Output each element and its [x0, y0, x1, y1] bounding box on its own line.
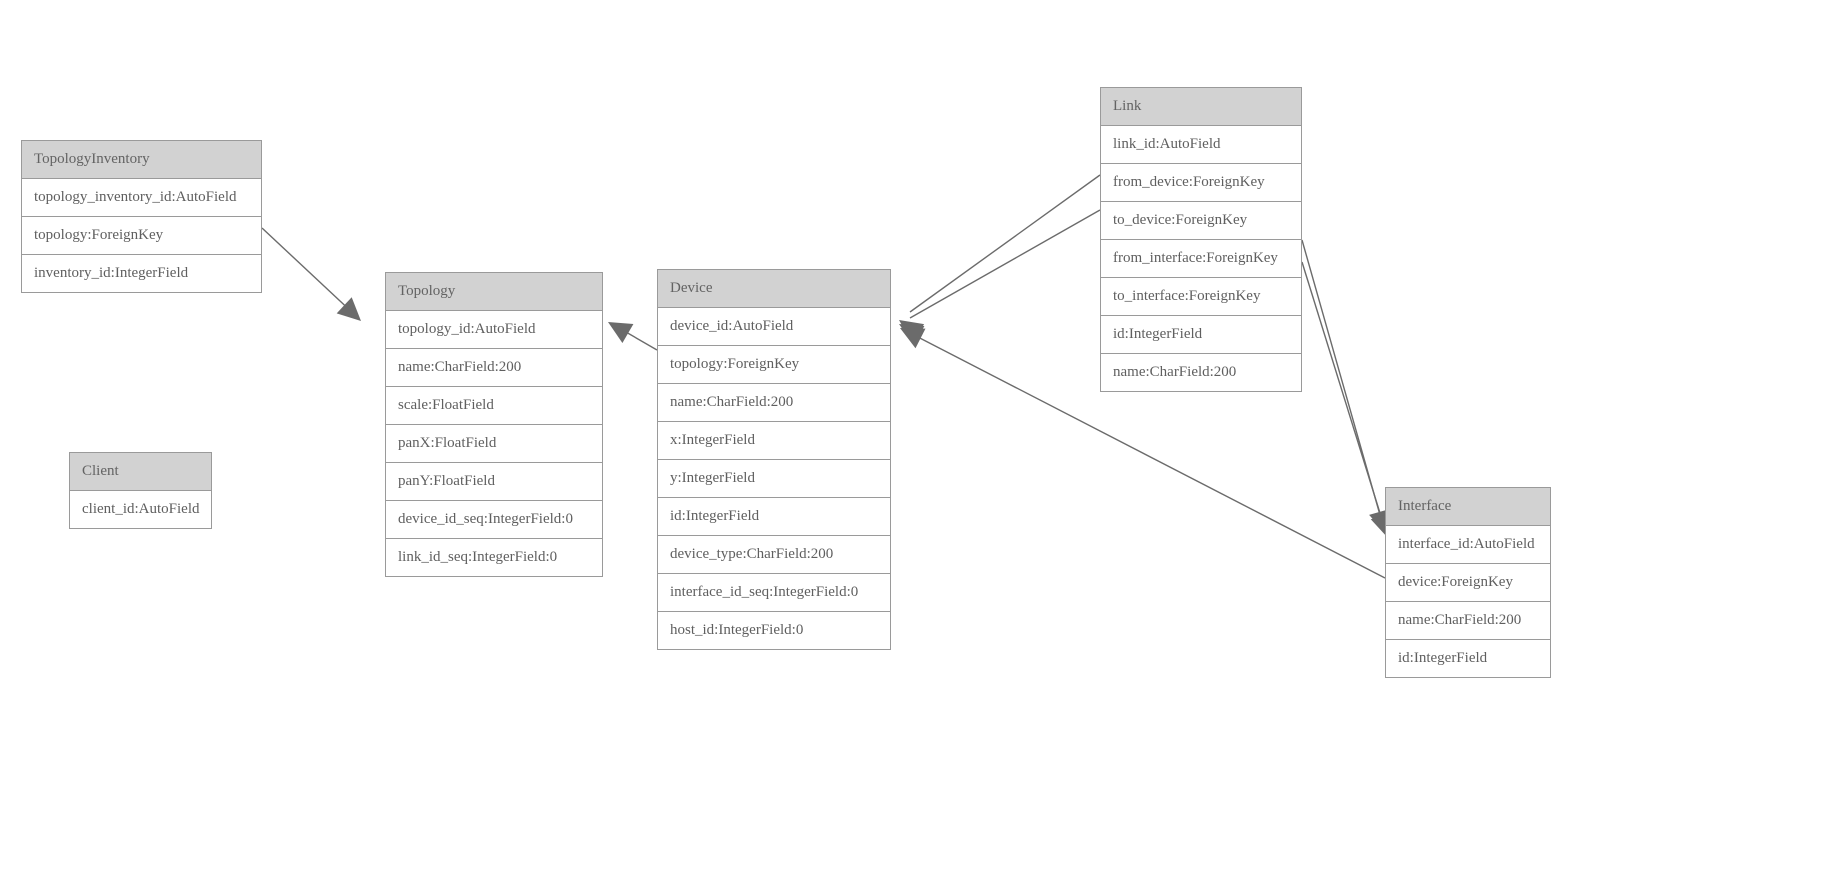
- entity-field: scale:FloatField: [386, 387, 602, 425]
- entity-field: device_type:CharField:200: [658, 536, 890, 574]
- entity-field: host_id:IntegerField:0: [658, 612, 890, 649]
- entity-field: name:CharField:200: [658, 384, 890, 422]
- entity-title: Topology: [386, 273, 602, 311]
- relationship-arrowhead: [336, 297, 361, 321]
- entity-field: device_id:AutoField: [658, 308, 890, 346]
- relationship-arrowhead: [608, 322, 634, 344]
- relationship-line: [261, 227, 356, 316]
- entity-field: id:IntegerField: [658, 498, 890, 536]
- entity-field: device_id_seq:IntegerField:0: [386, 501, 602, 539]
- relationship-line: [618, 327, 658, 351]
- relationship-arrowhead: [899, 324, 925, 346]
- entity-field: topology:ForeignKey: [658, 346, 890, 384]
- entity-field: name:CharField:200: [386, 349, 602, 387]
- entity-field: from_interface:ForeignKey: [1101, 240, 1301, 278]
- entity-field: client_id:AutoField: [70, 491, 211, 528]
- entity-field: y:IntegerField: [658, 460, 890, 498]
- entity-device[interactable]: Device device_id:AutoField topology:Fore…: [657, 269, 891, 650]
- entity-field: interface_id:AutoField: [1386, 526, 1550, 564]
- relationship-line: [1301, 261, 1385, 527]
- entity-title: Client: [70, 453, 211, 491]
- entity-field: to_device:ForeignKey: [1101, 202, 1301, 240]
- entity-interface[interactable]: Interface interface_id:AutoField device:…: [1385, 487, 1551, 678]
- entity-field: inventory_id:IntegerField: [22, 255, 261, 292]
- relationship-line: [909, 174, 1101, 313]
- entity-field: topology:ForeignKey: [22, 217, 261, 255]
- entity-field: panX:FloatField: [386, 425, 602, 463]
- relationship-line: [909, 209, 1101, 319]
- entity-title: Link: [1101, 88, 1301, 126]
- entity-title: TopologyInventory: [22, 141, 261, 179]
- entity-field: link_id:AutoField: [1101, 126, 1301, 164]
- entity-field: device:ForeignKey: [1386, 564, 1550, 602]
- entity-client[interactable]: Client client_id:AutoField: [69, 452, 212, 529]
- entity-field: from_device:ForeignKey: [1101, 164, 1301, 202]
- entity-title: Device: [658, 270, 890, 308]
- relationship-arrowhead: [899, 320, 925, 343]
- entity-field: interface_id_seq:IntegerField:0: [658, 574, 890, 612]
- entity-field: name:CharField:200: [1386, 602, 1550, 640]
- entity-topologyinventory[interactable]: TopologyInventory topology_inventory_id:…: [21, 140, 262, 293]
- entity-field: topology_id:AutoField: [386, 311, 602, 349]
- entity-topology[interactable]: Topology topology_id:AutoField name:Char…: [385, 272, 603, 577]
- entity-field: x:IntegerField: [658, 422, 890, 460]
- relationship-line: [1301, 239, 1383, 523]
- entity-field: name:CharField:200: [1101, 354, 1301, 391]
- relationship-arrowhead: [900, 328, 926, 349]
- entity-field: id:IntegerField: [1386, 640, 1550, 677]
- entity-field: to_interface:ForeignKey: [1101, 278, 1301, 316]
- entity-link[interactable]: Link link_id:AutoField from_device:Forei…: [1100, 87, 1302, 392]
- entity-title: Interface: [1386, 488, 1550, 526]
- entity-field: id:IntegerField: [1101, 316, 1301, 354]
- entity-field: link_id_seq:IntegerField:0: [386, 539, 602, 576]
- entity-field: panY:FloatField: [386, 463, 602, 501]
- entity-field: topology_inventory_id:AutoField: [22, 179, 261, 217]
